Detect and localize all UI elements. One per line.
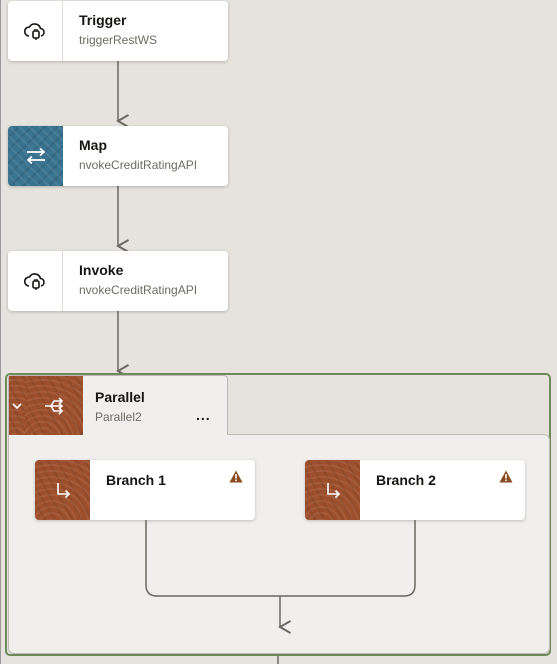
cloud-plug-icon (8, 251, 63, 311)
warning-icon[interactable] (229, 470, 243, 488)
branch-2-card[interactable]: Branch 2 (305, 460, 525, 520)
map-node-card[interactable]: Map nvokeCreditRatingAPI (8, 126, 228, 186)
trigger-node-subtitle: triggerRestWS (79, 33, 158, 47)
trigger-node-title: Trigger (79, 12, 127, 28)
invoke-node-subtitle: nvokeCreditRatingAPI (79, 283, 198, 297)
parallel-node-subtitle: Parallel2 (95, 410, 142, 424)
cloud-plug-icon (8, 1, 63, 61)
map-node-subtitle: nvokeCreditRatingAPI (79, 158, 198, 172)
warning-icon[interactable] (499, 470, 513, 488)
parallel-selection-frame (5, 373, 551, 656)
invoke-node-card[interactable]: Invoke nvokeCreditRatingAPI (8, 251, 228, 311)
parallel-node-title: Parallel (95, 389, 145, 405)
branch-1-title: Branch 1 (106, 472, 166, 488)
branch-2-title: Branch 2 (376, 472, 436, 488)
parallel-node-header[interactable]: Parallel Parallel2 (8, 375, 228, 435)
trigger-node-card[interactable]: Trigger triggerRestWS (8, 1, 228, 61)
parallel-split-icon (25, 376, 83, 435)
more-actions-button[interactable]: ... (196, 407, 211, 423)
branch-arrow-icon (305, 460, 360, 520)
branch-arrow-icon (35, 460, 90, 520)
chevron-down-icon[interactable] (9, 376, 25, 435)
branch-1-card[interactable]: Branch 1 (35, 460, 255, 520)
swap-arrows-icon (8, 126, 63, 186)
map-node-title: Map (79, 137, 107, 153)
invoke-node-title: Invoke (79, 262, 124, 278)
